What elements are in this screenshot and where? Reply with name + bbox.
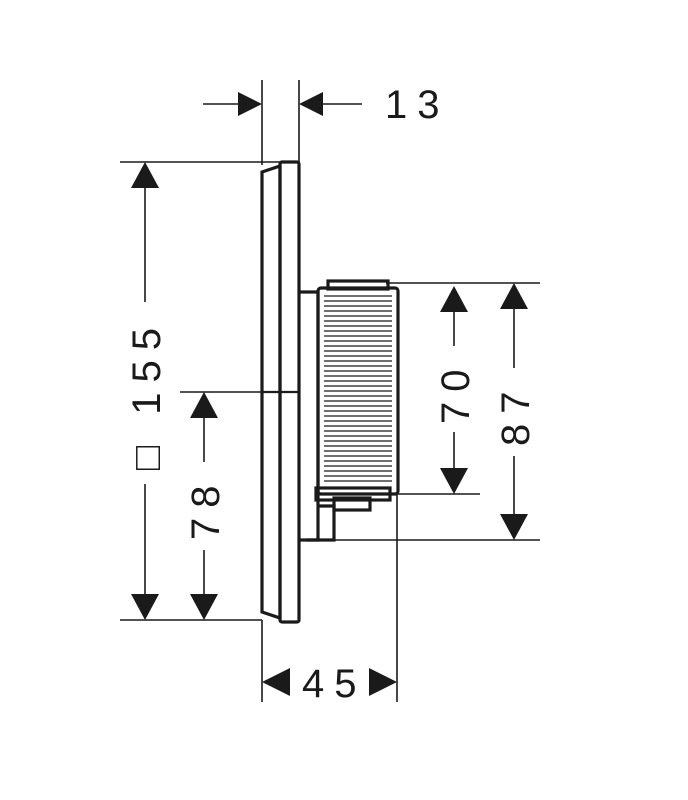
dimension-label-87: 87 [494, 382, 538, 447]
dimension-knob-inner-height: 70 [434, 286, 478, 494]
dimension-plate-size: □ 155 [125, 162, 169, 620]
dimension-total-depth: 45 [262, 662, 397, 706]
dimension-plate-thickness: 13 [203, 83, 450, 127]
dimension-label-70: 70 [434, 360, 478, 425]
dimension-label-78: 78 [184, 476, 228, 541]
cover-plate [260, 160, 301, 624]
dimension-knob-outer-height: 87 [494, 283, 538, 540]
dimension-label-155: □ 155 [125, 318, 169, 470]
dimension-label-13: 13 [385, 83, 450, 127]
dimension-label-45: 45 [302, 662, 367, 706]
knob-knurling [324, 295, 392, 482]
extension-lines [120, 80, 540, 702]
dimension-center-height: 78 [184, 392, 228, 620]
control-knob [299, 279, 400, 542]
